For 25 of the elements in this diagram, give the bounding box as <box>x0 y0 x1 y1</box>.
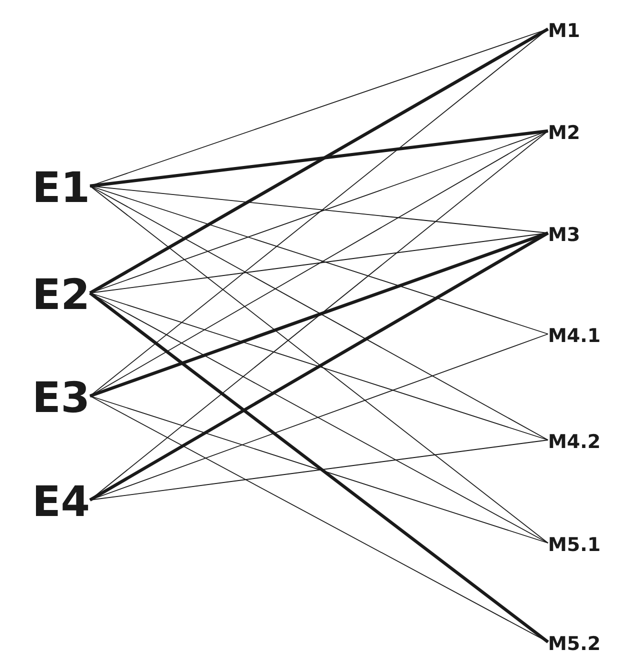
node-label: E3 <box>10 372 90 424</box>
connector-line <box>89 232 549 398</box>
node-label: M3 <box>548 221 628 249</box>
connector-line <box>90 186 548 544</box>
node-label: M1 <box>548 17 628 45</box>
connector-line <box>90 28 548 396</box>
node-label: M5.1 <box>548 531 628 559</box>
node-label: E2 <box>10 269 90 321</box>
connector-line <box>90 186 548 440</box>
connector-line <box>90 440 548 500</box>
connector-line <box>89 232 549 502</box>
connector-line <box>90 334 548 500</box>
connector-line <box>89 292 549 644</box>
connector-line <box>90 396 548 544</box>
node-label: E4 <box>10 476 90 528</box>
node-label: M5.2 <box>548 630 628 657</box>
connector-line <box>90 186 548 334</box>
node-label: E1 <box>10 162 90 214</box>
node-label: M2 <box>548 119 628 147</box>
node-label: M4.1 <box>548 322 628 350</box>
connector-line <box>90 129 548 188</box>
connector-line <box>90 130 548 294</box>
node-label: M4.2 <box>548 428 628 456</box>
connector-line <box>90 396 548 642</box>
connector-line <box>89 28 549 294</box>
